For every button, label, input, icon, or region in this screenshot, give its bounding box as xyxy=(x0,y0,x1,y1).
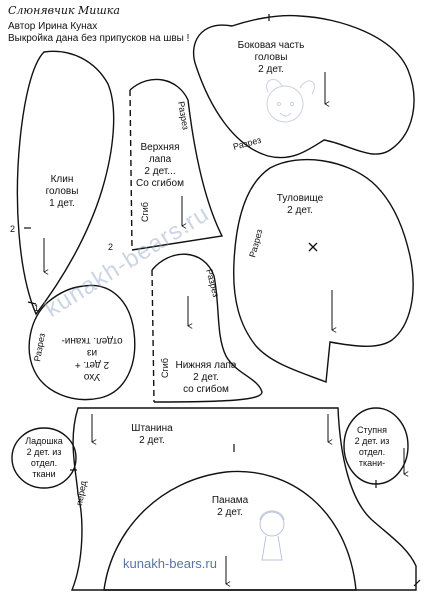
watermark-bottom: kunakh-bears.ru xyxy=(123,556,217,571)
head-gusset-name: Клин xyxy=(51,174,74,185)
foot-outline xyxy=(343,407,409,485)
head-gusset-count: 1 дет. xyxy=(49,198,75,209)
foot-piece: Ступня 2 дет. из отдел. ткани- xyxy=(343,407,409,488)
ear-outline xyxy=(28,284,136,401)
palm-outline xyxy=(11,427,77,489)
palm-name: Ладошка xyxy=(25,436,63,446)
side-head-piece: Боковая часть головы 2 дет. Разрез xyxy=(192,14,415,159)
ear-cut-label: Разрез xyxy=(32,332,47,362)
foot-line4: ткани- xyxy=(359,458,385,468)
upper-paw-fold-line xyxy=(129,89,133,251)
trousers-piece: Штанина 2 дет. перед xyxy=(70,407,417,591)
ear-count: 2 дет. + xyxy=(75,359,109,370)
ear-text-block: Ухо 2 дет. + из отдел. ткани- xyxy=(61,335,122,382)
palm-line3: отдел. xyxy=(31,458,57,468)
trousers-name: Штанина xyxy=(131,423,173,434)
trousers-count: 2 дет. xyxy=(139,435,165,446)
ear-name: Ухо xyxy=(83,371,100,382)
foot-count: 2 дет. из xyxy=(355,436,390,446)
lower-paw-fold-note: со сгибом xyxy=(183,383,229,395)
lower-paw-fold-label: Сгиб xyxy=(160,358,170,378)
head-gusset-mark-1: 1 xyxy=(34,303,39,313)
side-head-count: 2 дет. xyxy=(258,64,284,75)
palm-count: 2 дет. из xyxy=(27,447,62,457)
upper-paw-cut-label: Разрез xyxy=(176,101,191,131)
palm-piece: Ладошка 2 дет. из отдел. ткани xyxy=(11,427,77,489)
panama-name: Панама xyxy=(212,495,249,506)
side-head-outline xyxy=(192,14,415,159)
body-count: 2 дет. xyxy=(287,205,313,216)
upper-paw-line2: лапа xyxy=(149,154,172,165)
lower-paw-cut-label: Разрез xyxy=(204,268,221,298)
lower-paw-name: Нижняя лапа xyxy=(175,360,236,371)
ear-line4: отдел. ткани- xyxy=(61,335,122,346)
lower-paw-count: 2 дет. xyxy=(193,372,219,383)
lower-paw-outline xyxy=(151,253,263,403)
head-gusset-line2: головы xyxy=(46,186,79,197)
upper-paw-piece: Верхняя лапа 2 дет... Со сгибом Разрез С… xyxy=(129,78,224,251)
side-head-name: Боковая часть xyxy=(238,40,305,51)
pattern-note: Выкройка дана без припусков на швы ! xyxy=(8,33,190,44)
trousers-front-label: перед xyxy=(74,479,88,506)
pattern-author: Автор Ирина Кунах xyxy=(8,21,98,32)
head-gusset-mark-2: 2 xyxy=(10,224,15,234)
upper-paw-name: Верхняя xyxy=(140,142,179,153)
trousers-outline xyxy=(70,407,417,591)
foot-name: Ступня xyxy=(357,425,387,435)
side-head-line2: головы xyxy=(255,52,288,63)
upper-paw-fold-label: Сгиб xyxy=(140,202,150,222)
head-gusset-notch-1 xyxy=(27,301,37,305)
head-gusset-piece: 1 2 2 Клин головы 1 дет. xyxy=(10,50,115,316)
body-outline xyxy=(232,158,414,383)
ear-piece: Разрез Ухо 2 дет. + из отдел. ткани- xyxy=(28,284,136,401)
upper-paw-fold-note: Со сгибом xyxy=(136,177,184,189)
panama-count: 2 дет. xyxy=(217,507,243,518)
head-gusset-mark-2b: 2 xyxy=(108,242,113,252)
corner-marks xyxy=(413,579,421,587)
foot-line3: отдел. xyxy=(359,447,385,457)
head-gusset-outline xyxy=(16,50,115,316)
ear-line3: из xyxy=(87,347,98,358)
palm-line4: ткани xyxy=(32,469,55,479)
pattern-title: Слюнявчик Мишка xyxy=(8,4,120,17)
panama-piece: Панама 2 дет. xyxy=(103,470,357,591)
body-cross-mark xyxy=(308,242,318,252)
upper-paw-count: 2 дет... xyxy=(144,166,175,177)
body-name: Туловище xyxy=(277,193,324,204)
body-cut-label: Разрез xyxy=(247,228,264,258)
bear-sketch-girl xyxy=(259,510,285,561)
panama-outline xyxy=(103,470,357,591)
bear-sketch-head xyxy=(266,78,315,123)
upper-paw-outline xyxy=(129,78,224,251)
body-piece: Туловище 2 дет. Разрез xyxy=(232,158,414,383)
lower-paw-fold-line xyxy=(151,269,155,403)
